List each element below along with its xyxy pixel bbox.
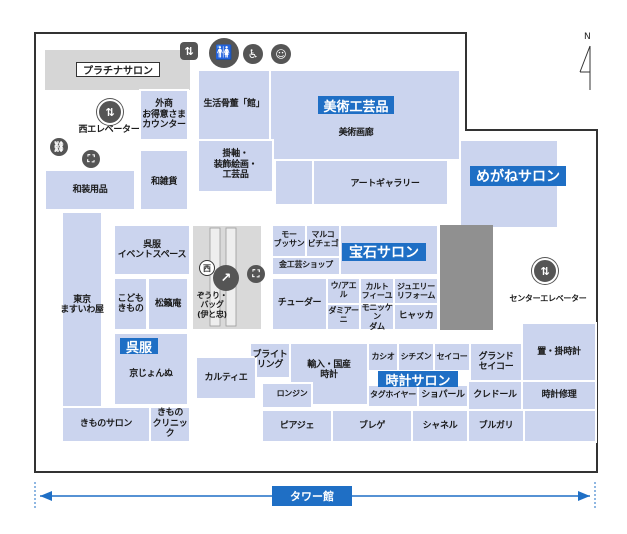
megane-salon-tag: めがねサロン <box>470 166 566 186</box>
longines-label: ロンジン <box>276 389 308 399</box>
zori-bag-label: ぞうり・ バッグ (伊と忠) <box>196 291 228 319</box>
citizen-label: シチズン <box>400 352 432 362</box>
tokei-salon-tag: 時計サロン <box>378 371 458 389</box>
bijutsu-lower-area[interactable] <box>274 159 314 206</box>
escalator-icon[interactable]: ↗ <box>213 265 239 291</box>
tokyo-masuiwaya-label: 東京 ますいわ屋 <box>60 294 104 315</box>
kimono-clinic-label: きもの クリニック <box>152 408 188 440</box>
north-arrow-icon <box>579 45 591 90</box>
kimono-salon-area[interactable] <box>61 406 151 443</box>
longines-area[interactable] <box>261 382 313 409</box>
kakejiku-label: 掛軸・ 装飾絵画・ 工芸品 <box>213 149 258 181</box>
monickeng-dam-label: モニッケン ダム <box>361 303 393 331</box>
wazakka-label: 和雑貨 <box>150 176 178 187</box>
west-marker-icon: 西 <box>199 260 215 276</box>
kimono-clinic-area[interactable] <box>149 406 191 443</box>
hoseki-salon-tag: 宝石サロン <box>342 243 426 261</box>
casio-label: カシオ <box>371 352 395 362</box>
elevator-icon[interactable]: ⇅ <box>180 42 198 60</box>
tower-arrow-left <box>40 491 52 501</box>
mo-bussan-area[interactable] <box>271 224 307 258</box>
wheelchair-icon[interactable]: ♿ <box>243 44 263 64</box>
restroom-icon[interactable]: 🚻 <box>209 38 239 68</box>
shoraian-area[interactable] <box>147 277 189 331</box>
wasou-youhin-label: 和装用品 <box>72 184 108 195</box>
cartier-fine-label: カルト フィーユ <box>361 281 393 300</box>
seikatsu-kottokan-label: 生活骨董「館」 <box>203 98 265 109</box>
art-gallery-area[interactable] <box>312 159 449 206</box>
west-elevator-icon[interactable]: ⇅ <box>97 99 123 125</box>
bijutsu-garo-label: 美術画廊 <box>338 127 374 138</box>
piaget-area[interactable] <box>261 409 333 443</box>
baby-care-icon[interactable]: ☺ <box>271 44 291 64</box>
cartier-area[interactable] <box>195 356 257 400</box>
gofuku-tag: 呉服 <box>120 338 158 356</box>
kakejiku-area[interactable] <box>197 139 274 193</box>
west-elevator-label: 西エレベーター <box>78 124 140 135</box>
kodomo-kimono-area[interactable] <box>113 277 148 331</box>
void-area <box>440 225 493 330</box>
kodomo-kimono-label: こども きもの <box>117 293 144 314</box>
north-label: N <box>584 32 591 42</box>
bijutsu-kogeihin-area[interactable] <box>269 69 461 161</box>
seikatsu-kottokan-area[interactable] <box>197 69 271 141</box>
bvlgari-label: ブルガリ <box>478 420 514 431</box>
marco-bicego-label: マルコ ビチェゴ <box>307 229 339 248</box>
center-elevator-icon[interactable]: ⇅ <box>532 258 558 284</box>
credor-label: クレドール <box>473 389 517 400</box>
shoraian-label: 松籟庵 <box>154 298 182 309</box>
gaisho-counter-label: 外商 お得意さま カウンター <box>142 99 186 131</box>
chopard-label: ショパール <box>421 389 465 400</box>
kimono-salon-label: きものサロン <box>79 418 133 429</box>
tower-building-label[interactable]: タワー館 <box>272 486 352 506</box>
breitling-label: ブライト リング <box>252 349 288 370</box>
damiani-area[interactable] <box>326 303 361 331</box>
piaget-label: ピアジェ <box>279 420 315 431</box>
mo-bussan-label: モー ブッサン <box>273 229 305 248</box>
chuder-area[interactable] <box>271 277 328 331</box>
platinum-salon-label[interactable]: プラチナサロン <box>76 62 160 77</box>
gaisho-counter-area[interactable] <box>139 89 189 141</box>
stairs-icon[interactable]: ⛓ <box>50 138 68 156</box>
wazakka-area[interactable] <box>139 149 189 211</box>
wasou-youhin-area[interactable] <box>44 169 136 211</box>
cartier-label: カルティエ <box>204 372 248 383</box>
emergency-stairs-icon[interactable]: ⛶ <box>82 150 100 168</box>
escalator-stairs-icon[interactable]: ⛶ <box>247 265 265 283</box>
chanel-area[interactable] <box>411 409 469 443</box>
seiko-area[interactable] <box>433 342 471 372</box>
tokei-shuri-label: 時計修理 <box>541 389 577 400</box>
hiyakka-label: ヒャッカ <box>398 310 434 321</box>
tag-heuer-label: タグホイヤー <box>370 390 416 400</box>
breguet-area[interactable] <box>331 409 413 443</box>
okidokei-label: 置・掛時計 <box>537 346 581 357</box>
yunyu-kokusan-label: 輸入・国産 時計 <box>307 359 351 380</box>
okidokei-area[interactable] <box>521 322 597 382</box>
breguet-label: ブレゲ <box>358 420 386 431</box>
center-elevator-label: センターエレベーター <box>509 294 587 304</box>
credor-area[interactable] <box>467 380 523 412</box>
north-indicator: N <box>578 32 602 92</box>
chanel-label: シャネル <box>422 420 458 431</box>
damiani-label: ダミアーニ <box>328 305 359 324</box>
gofuku-event-label: 呉服 イベントスペース <box>117 239 187 260</box>
gofuku-event-area[interactable] <box>113 224 191 276</box>
watch-corner-area[interactable] <box>523 409 597 443</box>
kyo-jouen-label: 京じょんぬ <box>129 368 173 379</box>
chuder-label: チューダー <box>277 297 322 308</box>
tower-arrow-right <box>578 491 590 501</box>
tokei-shuri-area[interactable] <box>521 380 597 412</box>
kinkougei-shop-label: 金工芸ショップ <box>279 260 333 270</box>
art-gallery-label: アートギャラリー <box>350 178 420 189</box>
jewelry-reform-label: ジュエリー リフォーム <box>396 281 436 300</box>
bijutsu-kogeihin-tag: 美術工芸品 <box>318 96 394 115</box>
seiko-label: セイコー <box>436 352 468 362</box>
grand-seiko-label: グランド セイコー <box>478 351 514 372</box>
hiyakka-area[interactable] <box>393 303 439 331</box>
uairu-label: ウ/アエル <box>330 280 357 299</box>
